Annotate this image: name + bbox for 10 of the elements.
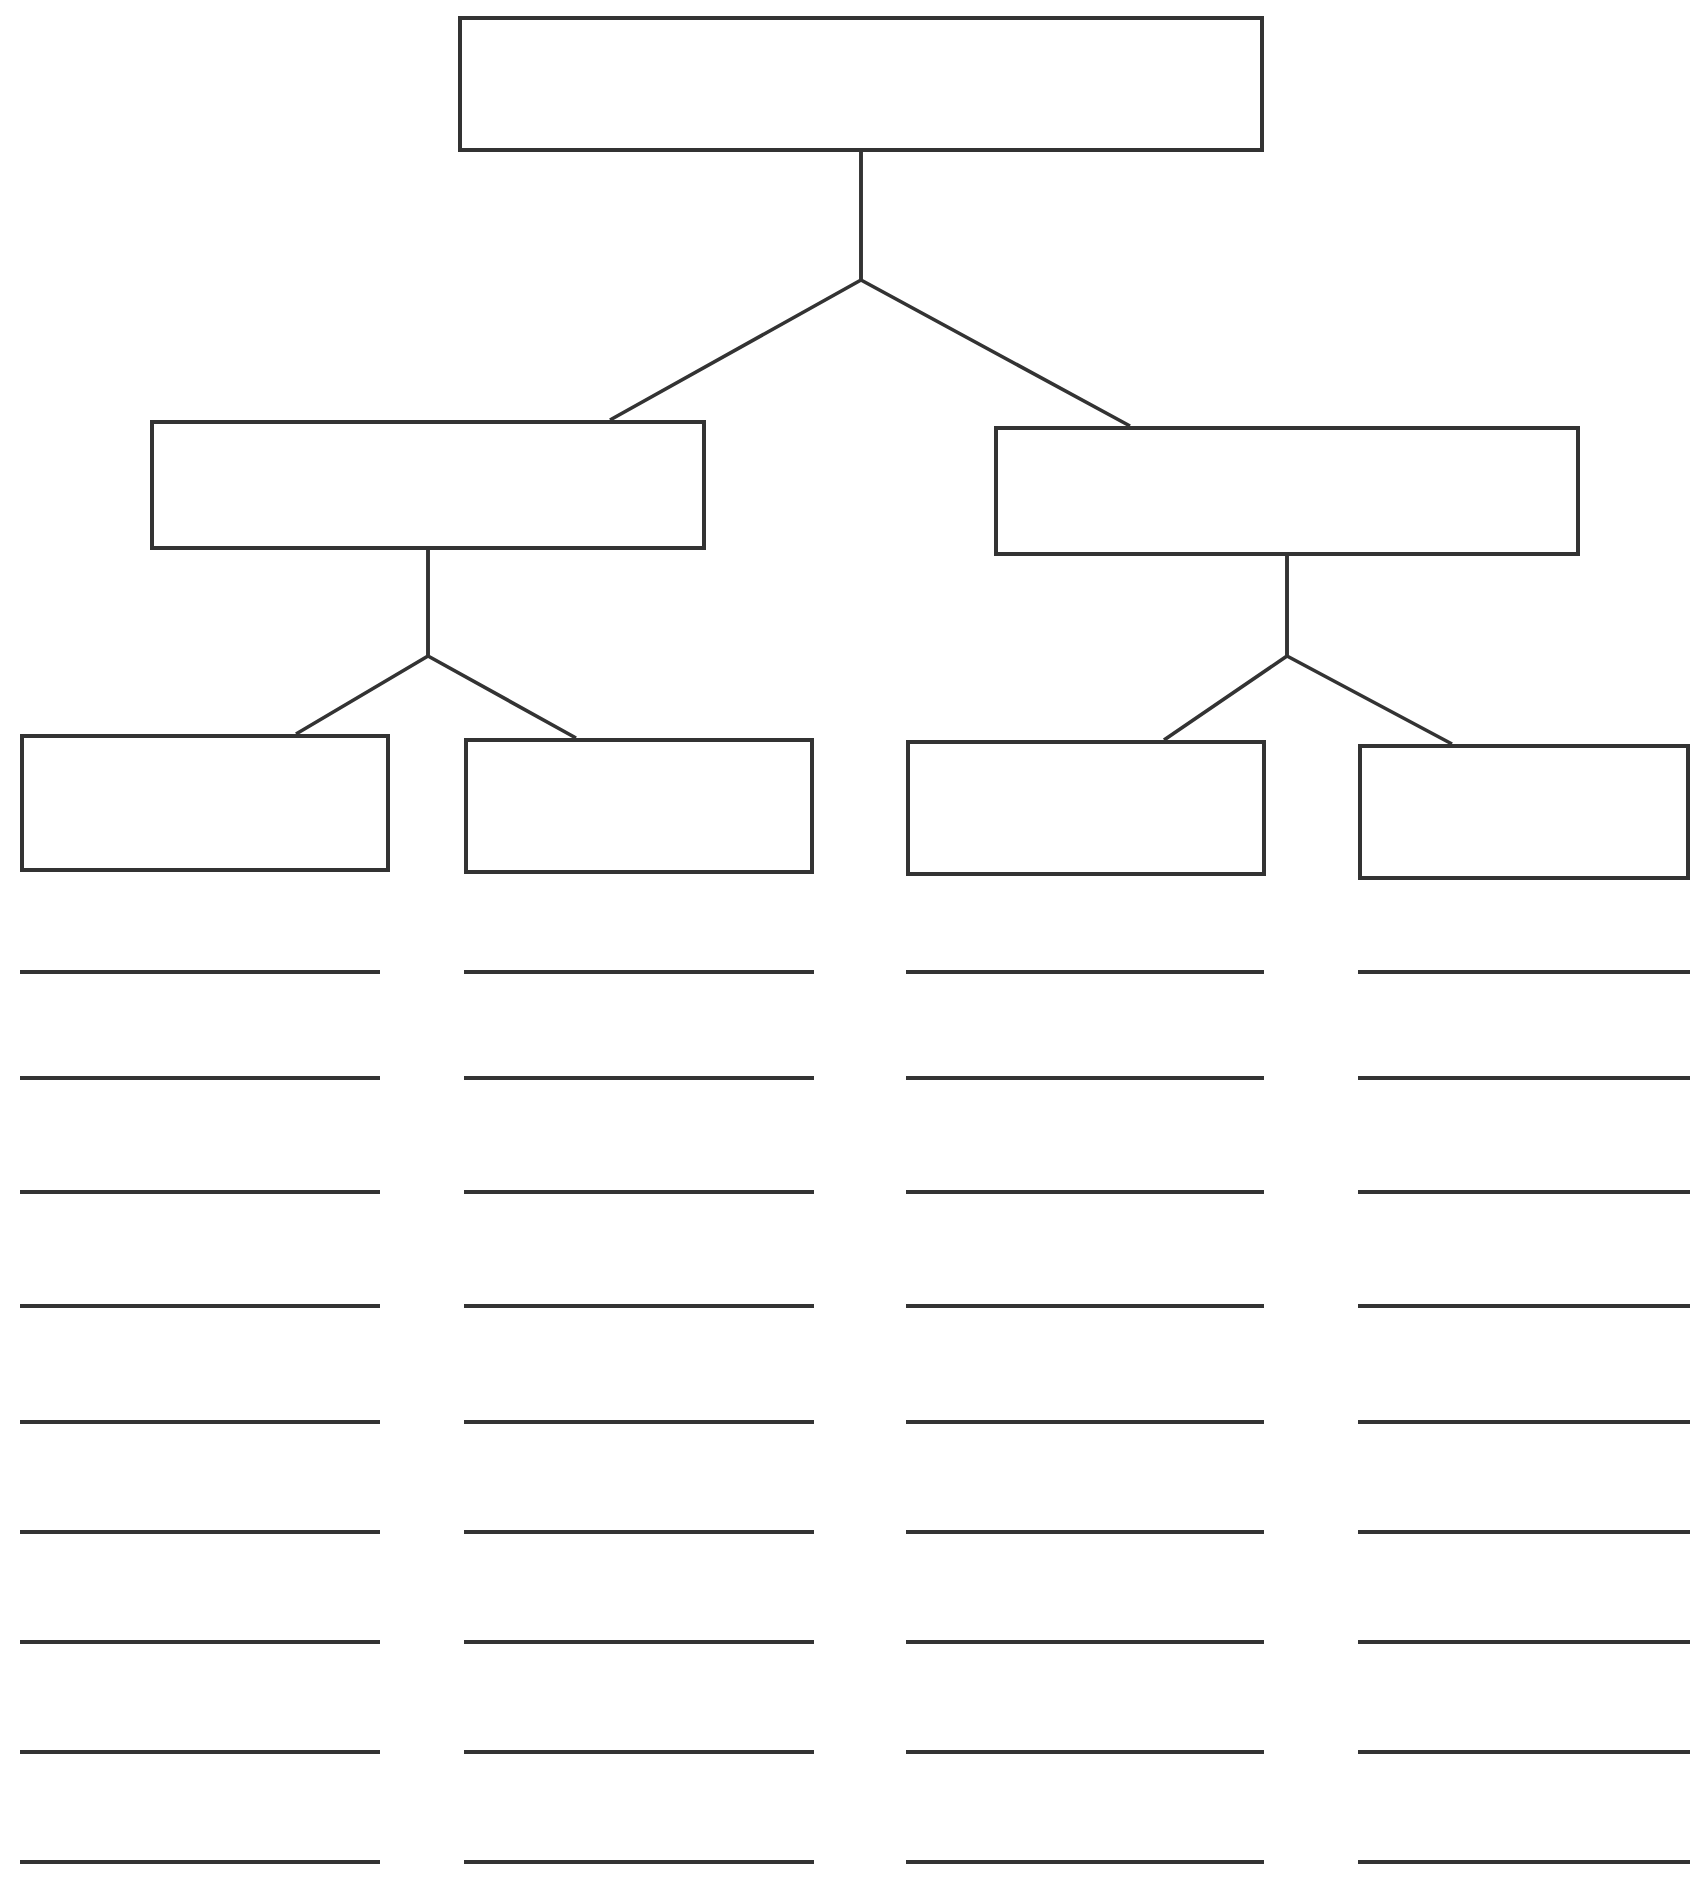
- empty-box: [458, 16, 1264, 152]
- empty-box: [994, 426, 1580, 556]
- empty-box: [1358, 744, 1690, 880]
- empty-box: [906, 740, 1266, 876]
- empty-box: [464, 738, 814, 874]
- empty-box: [150, 420, 706, 550]
- connector-line: [1285, 556, 1453, 746]
- connector-line: [426, 550, 577, 740]
- empty-box: [20, 734, 390, 872]
- connector-line: [859, 152, 1131, 428]
